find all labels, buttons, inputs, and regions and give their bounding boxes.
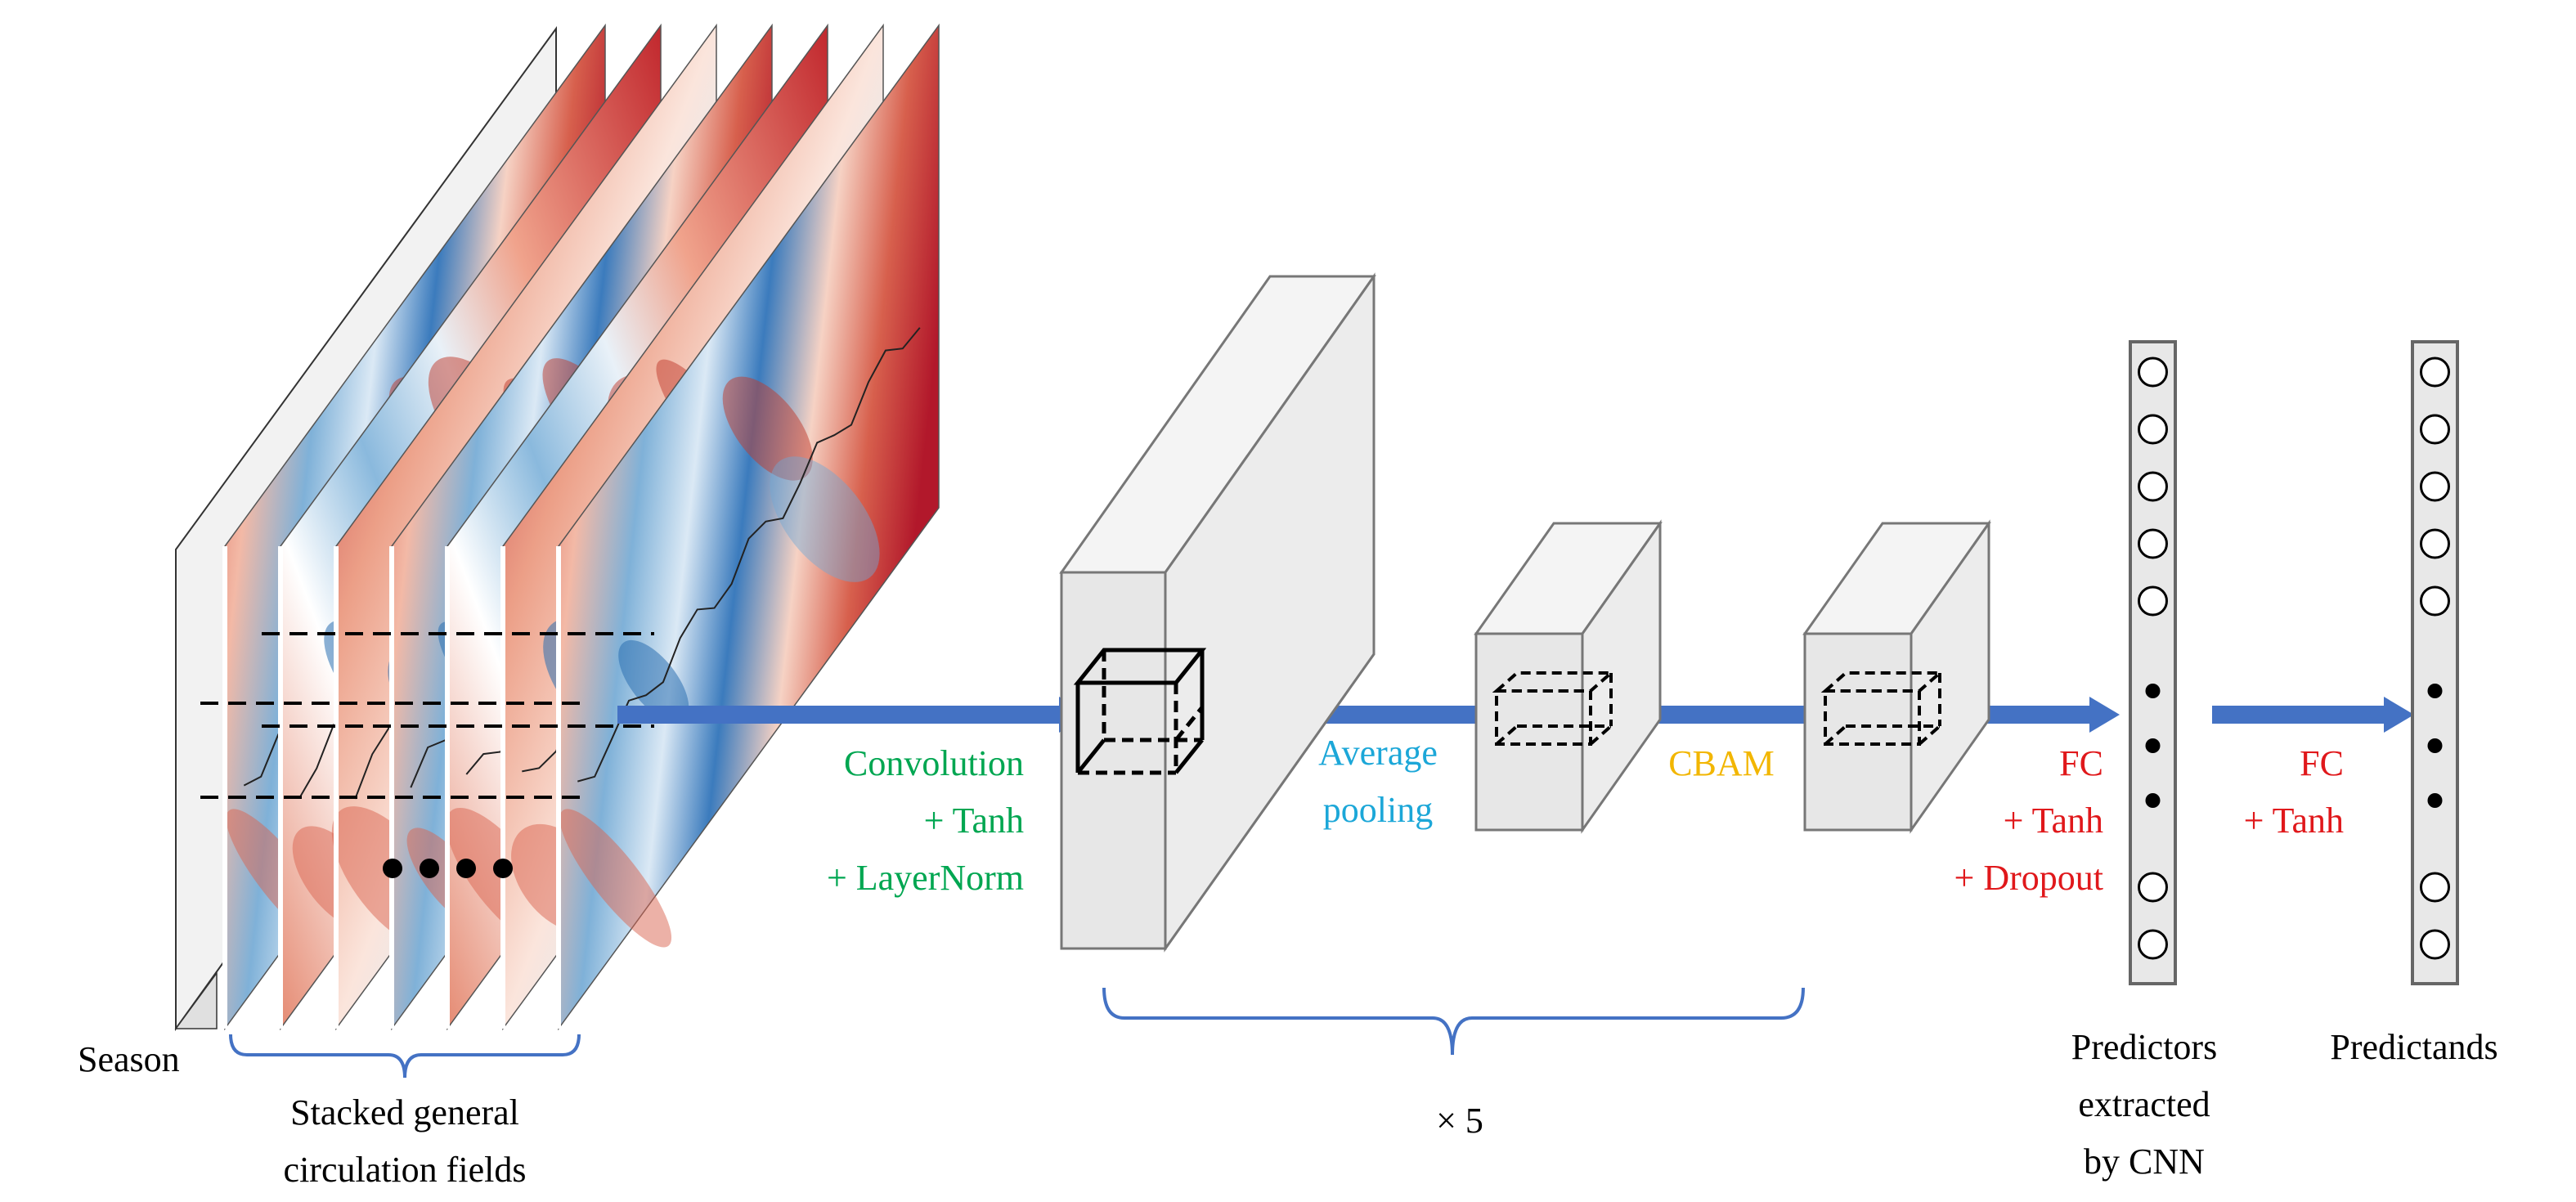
fc1-label-line3: + Dropout — [1954, 858, 2103, 898]
cbam-block — [1802, 519, 1991, 834]
neuron-node — [2420, 872, 2450, 903]
conv-kernel-cube — [1073, 648, 1207, 775]
neuron-node — [2138, 872, 2168, 903]
repeat-brace — [1102, 987, 1805, 1056]
pool-label-line1: Average — [1318, 733, 1438, 773]
cbam-label: CBAM — [1668, 743, 1775, 783]
stack-ellipsis — [383, 859, 513, 878]
predictors-column — [2129, 340, 2177, 985]
stacked-label-line1: Stacked general — [290, 1092, 519, 1132]
conv-label-line1: Convolution — [844, 743, 1024, 783]
neuron-node — [2138, 414, 2168, 445]
neuron-ellipsis-dot — [2427, 684, 2443, 698]
neuron-ellipsis-dot — [2145, 738, 2161, 753]
neuron-node — [2420, 585, 2450, 617]
neuron-ellipsis-dot — [2427, 738, 2443, 753]
predictands-column — [2411, 340, 2459, 985]
neuron-node — [2138, 528, 2168, 559]
predictors-label-line3: by CNN — [2084, 1141, 2205, 1182]
neuron-node — [2420, 929, 2450, 960]
fc2-label-line2: + Tanh — [2244, 801, 2344, 841]
repeat-label: × 5 — [1436, 1101, 1483, 1141]
neuron-ellipsis-dot — [2427, 793, 2443, 808]
arrow-predictors-to-predictands — [2212, 697, 2414, 733]
cbam-kernel-cube — [1820, 671, 1945, 746]
neuron-node — [2138, 585, 2168, 617]
pool-block — [1474, 519, 1663, 834]
conv-label-line2: + Tanh — [924, 801, 1024, 841]
predictands-label: Predictands — [2330, 1027, 2497, 1067]
neuron-node — [2420, 471, 2450, 502]
conv-label-line3: + LayerNorm — [827, 858, 1024, 898]
stacked-fields — [174, 23, 940, 1079]
neuron-ellipsis-dot — [2145, 684, 2161, 698]
stacked-label-line2: circulation fields — [284, 1150, 527, 1190]
neuron-node — [2420, 528, 2450, 559]
season-panel-side — [174, 971, 218, 1029]
neuron-node — [2420, 357, 2450, 388]
kernel-window-dashed — [200, 632, 654, 799]
fc1-label-line1: FC — [2059, 743, 2103, 783]
neuron-node — [2138, 471, 2168, 502]
fc1-label-line2: + Tanh — [2004, 801, 2103, 841]
neuron-node — [2138, 929, 2168, 960]
neuron-node — [2420, 414, 2450, 445]
coastline-outline — [577, 327, 921, 783]
field-anomaly-patch — [722, 376, 813, 481]
pool-label-line2: pooling — [1323, 790, 1433, 830]
fc2-label-line1: FC — [2300, 743, 2344, 783]
season-label: Season — [78, 1039, 180, 1079]
predictors-label-line1: Predictors — [2071, 1027, 2217, 1067]
neuron-ellipsis-dot — [2145, 793, 2161, 808]
field-anomaly-patch — [559, 809, 672, 948]
pool-kernel-cube — [1492, 671, 1616, 746]
neuron-node — [2138, 357, 2168, 388]
conv-block — [1059, 272, 1376, 953]
predictors-label-line2: extracted — [2078, 1084, 2210, 1124]
stack-brace — [229, 1034, 581, 1079]
field-anomaly-patch — [618, 639, 689, 723]
